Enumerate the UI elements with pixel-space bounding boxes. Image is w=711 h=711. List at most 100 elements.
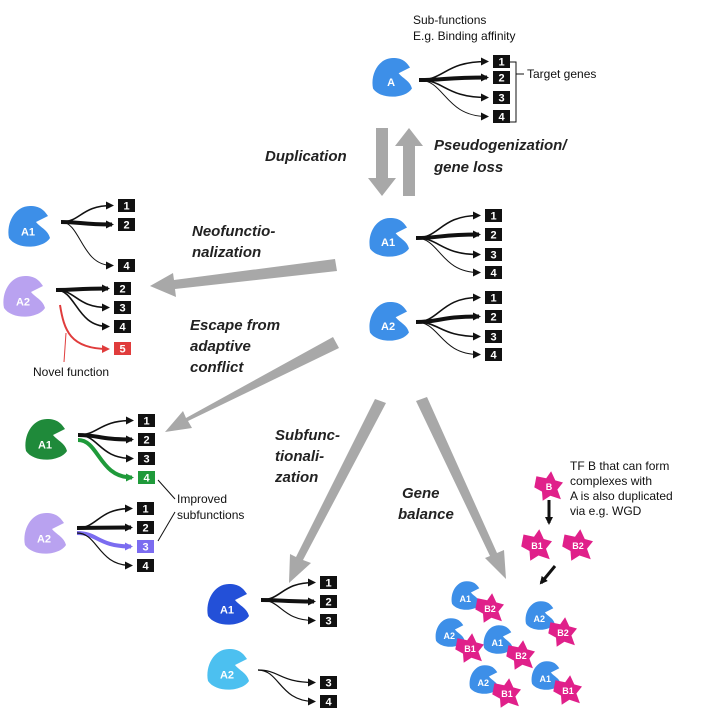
tfb-label-2: complexes with — [570, 474, 652, 488]
top-A-gene-3-label: 3 — [498, 93, 504, 105]
tfb-dup-B1: B1 — [521, 529, 552, 561]
tfb-dup-B1-label: B1 — [531, 541, 543, 551]
complex-4-B-label: B2 — [557, 628, 569, 638]
complex-4-A-label: A2 — [534, 614, 546, 624]
neo-A1-gene-1-box — [118, 199, 135, 212]
neofunctionalization-label-2: nalization — [192, 244, 261, 261]
neo-A2-gene-1: 2 — [114, 282, 131, 296]
subfunc-A1-gene-2-box — [320, 595, 337, 608]
center-A1-tf: A1 — [369, 218, 409, 257]
neofunctionalization-arrow — [150, 259, 337, 297]
neo-A2-gene-novel-label: 5 — [119, 344, 125, 356]
complex-1-A: A1 — [451, 581, 481, 610]
center-A1-gene-3: 3 — [485, 248, 502, 262]
top-A-gene-1: 1 — [493, 55, 510, 69]
center-A1-gene-3-box — [485, 248, 502, 261]
improved-pointer-green — [157, 479, 176, 500]
center-A1-gene-4: 4 — [485, 266, 502, 280]
complex-6-B: B1 — [553, 675, 582, 705]
complex-5-A-label: A2 — [478, 678, 490, 688]
top-A-gene-1-box — [493, 55, 510, 68]
center-A2-gene-3: 3 — [485, 330, 502, 344]
subfunc-A1-arrow-3 — [260, 599, 316, 625]
center-A1-arrow-4 — [415, 237, 481, 277]
center-A2-gene-2: 2 — [485, 310, 502, 324]
escape-A2-gene-1-label: 1 — [142, 504, 148, 516]
neo-A1-arrow-1 — [60, 201, 114, 223]
complex-5-A: A2 — [469, 665, 499, 694]
center-A2-gene-1-label: 1 — [490, 293, 496, 305]
neo-A2-tf-shape — [3, 276, 46, 317]
escape-label-2: adaptive — [190, 338, 251, 355]
subfunc-A2-tf: A2 — [207, 649, 249, 690]
subfunc-A2-gene-2-box — [320, 695, 337, 708]
center-A2-gene-1-box — [485, 291, 502, 304]
escape-A1-tf-shape — [25, 419, 68, 460]
escape-A2-arrow-4 — [76, 532, 133, 570]
escape-A1-gene-1-label: 1 — [143, 416, 149, 428]
center-A2-gene-4-label: 4 — [490, 350, 497, 362]
subfunc-A1-gene-3-label: 3 — [325, 616, 331, 628]
escape-A1-gene-3: 3 — [138, 452, 155, 466]
subfunctionalization-label-3: zation — [274, 469, 318, 486]
center-A1-gene-1-box — [485, 209, 502, 222]
center-A1-gene-2: 2 — [485, 228, 502, 242]
gene-balance-arrow — [416, 397, 506, 579]
neo-A2-arrow-1 — [55, 284, 110, 293]
escape-A2-arrow-1 — [76, 504, 133, 529]
complex-3-B-label: B2 — [515, 651, 527, 661]
top-A-arrow-4 — [418, 79, 489, 121]
complex-5-B-shape — [492, 678, 521, 708]
neo-A2-gene-2: 3 — [114, 301, 131, 315]
complex-3-B: B2 — [506, 640, 535, 670]
escape-A1-gene-3-box — [138, 452, 155, 465]
target-genes-label: Target genes — [527, 67, 596, 81]
complex-4-B-shape — [548, 617, 577, 647]
escape-A2-gene-2-box — [137, 521, 154, 534]
escape-A1-gene-2: 2 — [138, 433, 155, 447]
pseudogenization-label-2: gene loss — [433, 159, 503, 176]
escape-A2-gene-2: 2 — [137, 521, 154, 535]
complex-3-A-label: A1 — [492, 638, 504, 648]
neo-A2-gene-1-label: 2 — [119, 284, 125, 296]
neo-A1-gene-1: 1 — [118, 199, 135, 213]
top-A-tf: A — [372, 58, 412, 97]
subfunc-A1-gene-2: 2 — [320, 595, 337, 609]
neo-A1-gene-3-label: 4 — [123, 261, 130, 273]
subfunctionalization-label-1: Subfunc- — [275, 427, 340, 444]
neo-A2-gene-2-label: 3 — [119, 303, 125, 315]
complex-1-B-shape — [475, 593, 504, 623]
neo-A1-gene-2-box — [118, 218, 135, 231]
improved-pointer-blue — [157, 511, 176, 542]
center-A2-gene-3-label: 3 — [490, 332, 496, 344]
subfunctionalization-label-2: tionali- — [275, 448, 324, 465]
escape-A2-gene-1: 1 — [137, 502, 154, 516]
neo-A1-gene-2: 2 — [118, 218, 135, 232]
tfb-label-4: via e.g. WGD — [570, 504, 642, 518]
neo-A1-gene-3: 4 — [118, 259, 135, 273]
escape-A1-gene-4: 4 — [138, 471, 155, 485]
neo-A1-tf: A1 — [8, 206, 51, 247]
subfunc-A1-gene-1: 1 — [320, 576, 337, 590]
subfunc-A2-tf-shape — [207, 649, 249, 690]
complex-4-B: B2 — [548, 617, 577, 647]
center-A2-arrow-4 — [415, 321, 481, 359]
subfunc-A2-gene-2-label: 4 — [325, 697, 332, 709]
gene-balance-label-2: balance — [398, 506, 454, 523]
complex-4-A: A2 — [525, 601, 555, 630]
novel-function-arrow — [59, 304, 110, 353]
complex-formation-arrow — [539, 565, 557, 585]
top-A-tf-label: A — [387, 77, 395, 89]
escape-A1-arrow-3 — [77, 434, 134, 463]
tfb-original-label: B — [546, 482, 553, 492]
escape-A1-gene-1-box — [138, 414, 155, 427]
complex-6-A: A1 — [531, 661, 561, 690]
neo-A1-gene-1-label: 1 — [123, 201, 129, 213]
center-A2-arrow-2 — [415, 312, 481, 324]
center-A1-gene-2-label: 2 — [490, 230, 496, 242]
subfunctions-label-1: Sub-functions — [413, 13, 486, 27]
escape-A2-gene-4-box — [137, 559, 154, 572]
center-A2-tf-shape — [369, 302, 409, 341]
duplication-label: Duplication — [265, 148, 347, 165]
complex-6-A-shape — [531, 661, 561, 690]
